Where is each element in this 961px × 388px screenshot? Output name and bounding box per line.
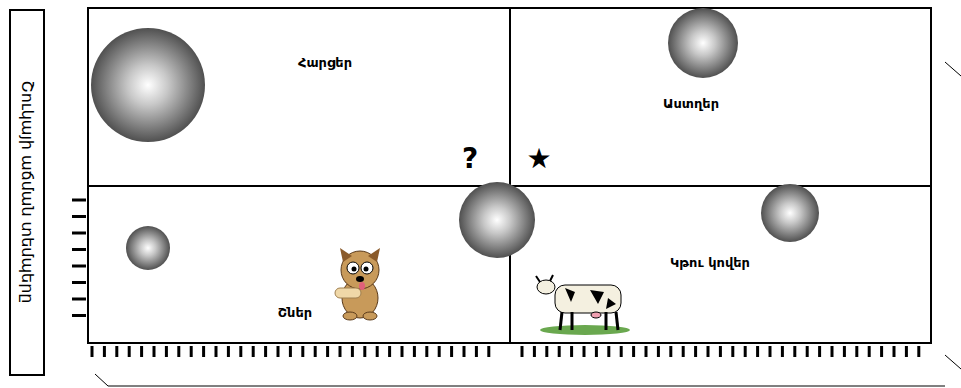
bubble — [126, 226, 170, 270]
edge-line — [95, 374, 945, 386]
quadrant-label: Աստղեր — [663, 96, 719, 111]
quadrant-label: Կթու կովեր — [670, 255, 750, 270]
bubble — [91, 28, 205, 142]
question-mark: ? — [462, 142, 478, 175]
bubble — [761, 184, 819, 242]
quadrant-box: Աստղեր — [511, 9, 930, 185]
axis-title: Շուկայի աճման տեմպերը — [18, 81, 37, 304]
bubble — [668, 8, 738, 78]
quadrant-box: Շներ — [89, 187, 509, 342]
quadrant-label: Հարցեր — [298, 55, 352, 70]
matrix-frame — [88, 8, 931, 343]
edge-line — [945, 62, 961, 76]
cow-illustration — [536, 275, 630, 335]
star-symbol: ★ — [526, 142, 551, 175]
quadrant-box: Կթու կովեր — [511, 187, 930, 342]
dog-illustration — [335, 248, 380, 320]
quadrant-box: Հարցեր — [89, 9, 509, 185]
bubble — [459, 182, 535, 258]
axis-box — [10, 10, 44, 375]
edge-line — [945, 355, 961, 369]
divider — [509, 8, 511, 343]
quadrant-label: Շներ — [278, 305, 312, 320]
